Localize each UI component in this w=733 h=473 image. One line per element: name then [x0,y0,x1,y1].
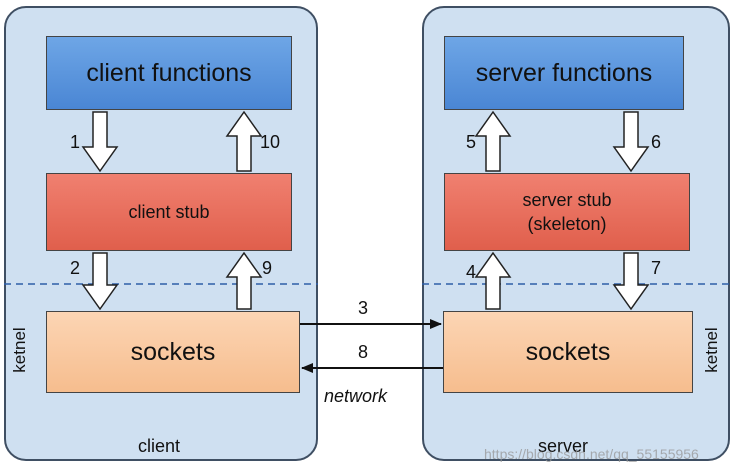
client-kernel-label: ketnel [10,327,29,373]
server-stub-box: server stub (skeleton) [444,173,690,251]
server-functions-box: server functions [444,36,684,110]
step-4-label: 4 [466,262,477,282]
step-5-label: 5 [466,132,477,152]
step-7-label: 7 [651,258,662,278]
arrow-1-down [81,111,119,173]
client-sockets-label: sockets [130,337,216,366]
server-panel-label: server [538,436,589,456]
client-functions-label: client functions [86,58,252,87]
network-label: network [324,386,388,406]
step-10-label: 10 [260,132,281,152]
arrow-10-up [225,110,263,172]
arrow-4-up [474,251,512,310]
arrow-5-up [474,110,512,172]
server-sockets-label: sockets [525,337,611,366]
step-6-label: 6 [651,132,662,152]
step-1-label: 1 [70,132,81,152]
step-2-label: 2 [70,258,81,278]
watermark: https://blog.csdn.net/qq_55155956 [484,446,699,462]
arrow-9-up [225,251,263,310]
client-functions-box: client functions [46,36,292,110]
server-sockets-box: sockets [443,311,693,393]
server-stub-label: server stub [522,190,612,210]
server-kernel-label: ketnel [702,327,721,373]
arrow-7-down [612,252,650,311]
server-functions-label: server functions [475,58,653,87]
client-stub-label: client stub [128,202,210,222]
client-sockets-box: sockets [46,311,300,393]
client-panel-label: client [138,436,181,456]
client-stub-box: client stub [46,173,292,251]
step-8-label: 8 [358,342,369,362]
step-9-label: 9 [262,258,273,278]
arrow-2-down [81,252,119,311]
server-stub-sublabel: (skeleton) [527,214,607,234]
step-3-label: 3 [358,298,369,318]
arrow-6-down [612,111,650,173]
